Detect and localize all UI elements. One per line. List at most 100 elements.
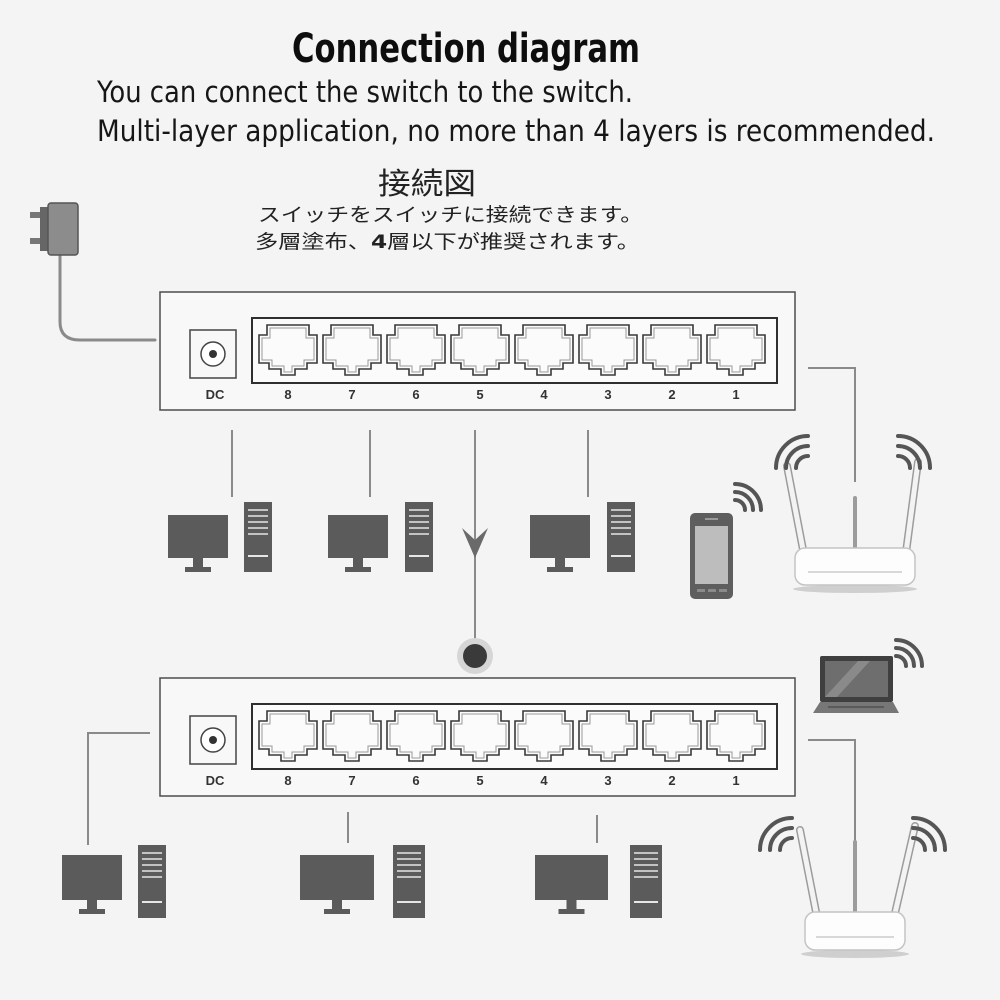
tower-case xyxy=(405,502,433,572)
desktop-computer-icon xyxy=(62,845,166,918)
monitor-neck xyxy=(566,900,577,909)
upper-connections xyxy=(231,367,856,497)
port-number-label: 6 xyxy=(412,387,419,402)
wifi-arc xyxy=(894,638,924,668)
rj45-port-icon xyxy=(322,324,382,376)
wifi-arc xyxy=(911,826,937,852)
rj45-port-icon xyxy=(642,324,702,376)
phone-speaker xyxy=(705,518,718,520)
wifi-arc xyxy=(758,816,794,852)
rj45-port-icon xyxy=(706,324,766,376)
rj45-port-icon xyxy=(514,710,574,762)
rj45-port-icon xyxy=(578,324,638,376)
port-inner-outline xyxy=(453,713,507,759)
port-inner-outline xyxy=(517,327,571,373)
dc-power-jack-icon xyxy=(189,329,237,379)
arrow-down-icon xyxy=(457,430,493,674)
ethernet-port: 7 xyxy=(322,710,382,788)
uplink-joint xyxy=(463,644,487,668)
wireless-router-icon xyxy=(783,458,922,593)
port-inner-outline xyxy=(389,713,443,759)
phone-button xyxy=(708,589,716,592)
wifi-signal-icon xyxy=(774,434,810,470)
ethernet-port: 4 xyxy=(514,324,574,402)
adapter-body xyxy=(47,202,79,256)
monitor-neck xyxy=(332,900,342,909)
ethernet-port: 6 xyxy=(386,324,446,402)
wifi-arc xyxy=(794,454,810,470)
ethernet-port: 2 xyxy=(642,324,702,402)
antenna-body xyxy=(784,463,808,563)
tower-case xyxy=(393,845,425,918)
rj45-port-icon xyxy=(258,710,318,762)
diagram-title: Connection diagram xyxy=(292,26,640,72)
monitor-stand xyxy=(558,909,585,914)
port-inner-outline xyxy=(261,327,315,373)
monitor-stand xyxy=(79,909,105,914)
port-number-label: 7 xyxy=(348,773,355,788)
ethernet-port: 7 xyxy=(322,324,382,402)
dc-jack-frame xyxy=(189,715,237,765)
wifi-arc xyxy=(784,444,810,470)
ethernet-port: 5 xyxy=(450,710,510,788)
port-number-label: 3 xyxy=(604,387,611,402)
wireless-router-icon xyxy=(796,822,919,958)
monitor-neck xyxy=(353,558,363,567)
wifi-arc xyxy=(733,482,763,512)
rj45-port-icon xyxy=(386,324,446,376)
ethernet-port: 4 xyxy=(514,710,574,788)
japanese-line-2-part-2: 層以下が推奨されます。 xyxy=(387,231,640,253)
router-base xyxy=(794,547,916,586)
monitor-stand xyxy=(345,567,371,572)
port-number-label: 8 xyxy=(284,387,291,402)
rj45-port-icon xyxy=(258,324,318,376)
router-shadow xyxy=(801,950,909,958)
phone-button xyxy=(697,589,705,592)
monitor-stand xyxy=(547,567,573,572)
dc-jack-pin xyxy=(209,350,217,358)
port-number-label: 7 xyxy=(348,387,355,402)
monitor-stand xyxy=(324,909,350,914)
adapter-prong-bottom xyxy=(30,238,47,244)
port-number-label: 1 xyxy=(732,773,739,788)
tower-case xyxy=(607,502,635,572)
rj45-port-icon xyxy=(386,710,446,762)
port-inner-outline xyxy=(709,327,763,373)
antenna-body xyxy=(890,823,918,925)
power-adapter-icon xyxy=(30,202,157,342)
monitor-neck xyxy=(555,558,565,567)
tower-case xyxy=(138,845,166,918)
adapter-prong-top xyxy=(30,212,47,218)
wifi-arc xyxy=(894,646,916,668)
monitor xyxy=(62,855,122,900)
wifi-arc xyxy=(896,434,932,470)
ethernet-port: 1 xyxy=(706,324,766,402)
port-inner-outline xyxy=(261,713,315,759)
wifi-arc xyxy=(733,498,747,512)
ethernet-port: 8 xyxy=(258,710,318,788)
ethernet-port: 1 xyxy=(706,710,766,788)
ethernet-port: 3 xyxy=(578,324,638,402)
desktop-computer-icon xyxy=(328,502,433,572)
port-number-label: 4 xyxy=(540,387,548,402)
wifi-signal-icon xyxy=(911,816,947,852)
monitor-stand xyxy=(185,567,211,572)
rj45-port-icon xyxy=(642,710,702,762)
wifi-arc xyxy=(733,490,755,512)
desktop-computer-icon xyxy=(530,502,635,572)
port-inner-outline xyxy=(517,713,571,759)
desktop-computers xyxy=(62,502,662,918)
adapter-plate xyxy=(40,207,49,251)
japanese-line-2-number: 4 xyxy=(371,231,387,253)
dc-power-jack-icon xyxy=(189,715,237,765)
wifi-signal-icon xyxy=(894,638,924,668)
dc-label: DC xyxy=(206,387,225,402)
port-number-label: 4 xyxy=(540,773,548,788)
monitor xyxy=(300,855,374,900)
ethernet-port: 3 xyxy=(578,710,638,788)
link-line-router xyxy=(808,367,856,482)
router-shadow xyxy=(793,585,917,593)
